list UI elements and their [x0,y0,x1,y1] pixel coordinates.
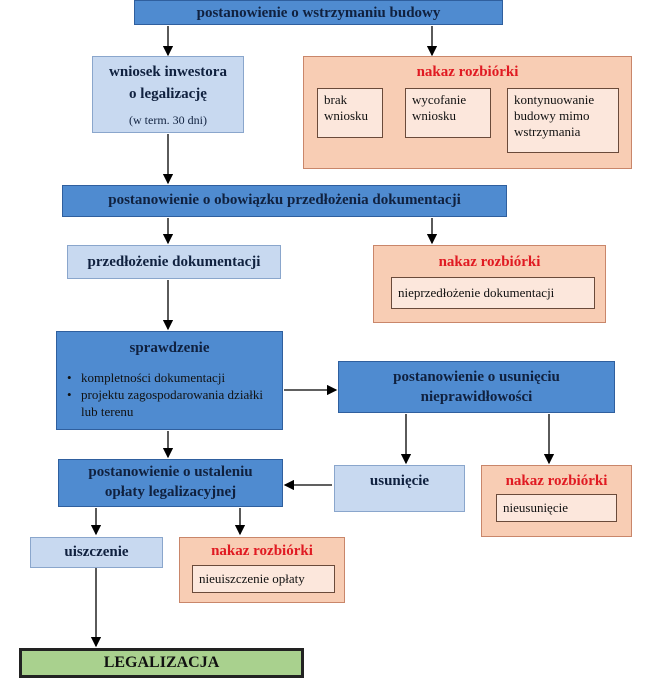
usuniecie-label: usunięcie [369,473,430,489]
wniosek-box: wniosek inwestora o legalizację (w term.… [92,56,244,133]
nakaz2-item-nieprzedlozenie: nieprzedłożenie dokumentacji [391,277,595,309]
postanowienie-dokumentacja-label: postanowienie o obowiązku przedłożenia d… [108,192,461,208]
nakaz-title-3: nakaz rozbiórki [505,473,608,489]
oplata-line1: postanowienie o ustaleniu [88,464,253,480]
nakaz-title-4: nakaz rozbiórki [211,543,313,559]
wstrzymanie-label: postanowienie o wstrzymaniu budowy [196,5,441,21]
sprawdzenie-list: kompletności dokumentacji projektu zagos… [63,369,275,420]
przedlozenie-label: przedłożenie dokumentacji [87,254,261,270]
sprawdzenie-item: projektu zagospodarowania działki lub te… [63,386,275,420]
nakaz3-item-nieusuniecie: nieusunięcie [496,494,617,522]
nakaz-rozbiorki-1: nakaz rozbiórki brak wniosku wycofanie w… [303,56,632,169]
nakaz-rozbiorki-4: nakaz rozbiórki nieuiszczenie opłaty [179,537,345,603]
nakaz1-item-brak: brak wniosku [317,88,383,138]
nakaz4-item-nieuiszczenie: nieuiszczenie opłaty [192,565,335,593]
legalizacja-label: LEGALIZACJA [103,654,220,671]
nakaz-title-1: nakaz rozbiórki [416,64,519,80]
sprawdzenie-box: sprawdzenie kompletności dokumentacji pr… [56,331,283,430]
nakaz-rozbiorki-2: nakaz rozbiórki nieprzedłożenie dokument… [373,245,606,323]
przedlozenie-box: przedłożenie dokumentacji [67,245,281,279]
wniosek-line2: o legalizację [129,86,207,102]
wstrzymanie-box: postanowienie o wstrzymaniu budowy [134,0,503,25]
nakaz1-item-kontynuowanie: kontynuowanie budowy mimo wstrzymania [507,88,619,153]
usuniecie-post-line1: postanowienie o usunięciu [393,369,560,385]
postanowienie-dokumentacja-box: postanowienie o obowiązku przedłożenia d… [62,185,507,217]
sprawdzenie-item: kompletności dokumentacji [63,369,275,386]
usuniecie-box: usunięcie [334,465,465,512]
wniosek-line1: wniosek inwestora [109,64,227,80]
uiszczenie-label: uiszczenie [64,544,129,560]
oplata-line2: opłaty legalizacyjnej [104,484,237,500]
legalizacja-box: LEGALIZACJA [19,648,304,678]
wniosek-term: (w term. 30 dni) [129,113,207,127]
nakaz-rozbiorki-3: nakaz rozbiórki nieusunięcie [481,465,632,537]
usuniecie-postanowienie-box: postanowienie o usunięciu nieprawidłowoś… [338,361,615,413]
sprawdzenie-label: sprawdzenie [129,340,210,356]
oplata-postanowienie-box: postanowienie o ustaleniu opłaty legaliz… [58,459,283,507]
usuniecie-post-line2: nieprawidłowości [420,389,533,405]
nakaz1-item-wycofanie: wycofanie wniosku [405,88,491,138]
nakaz-title-2: nakaz rozbiórki [438,254,541,270]
uiszczenie-box: uiszczenie [30,537,163,568]
